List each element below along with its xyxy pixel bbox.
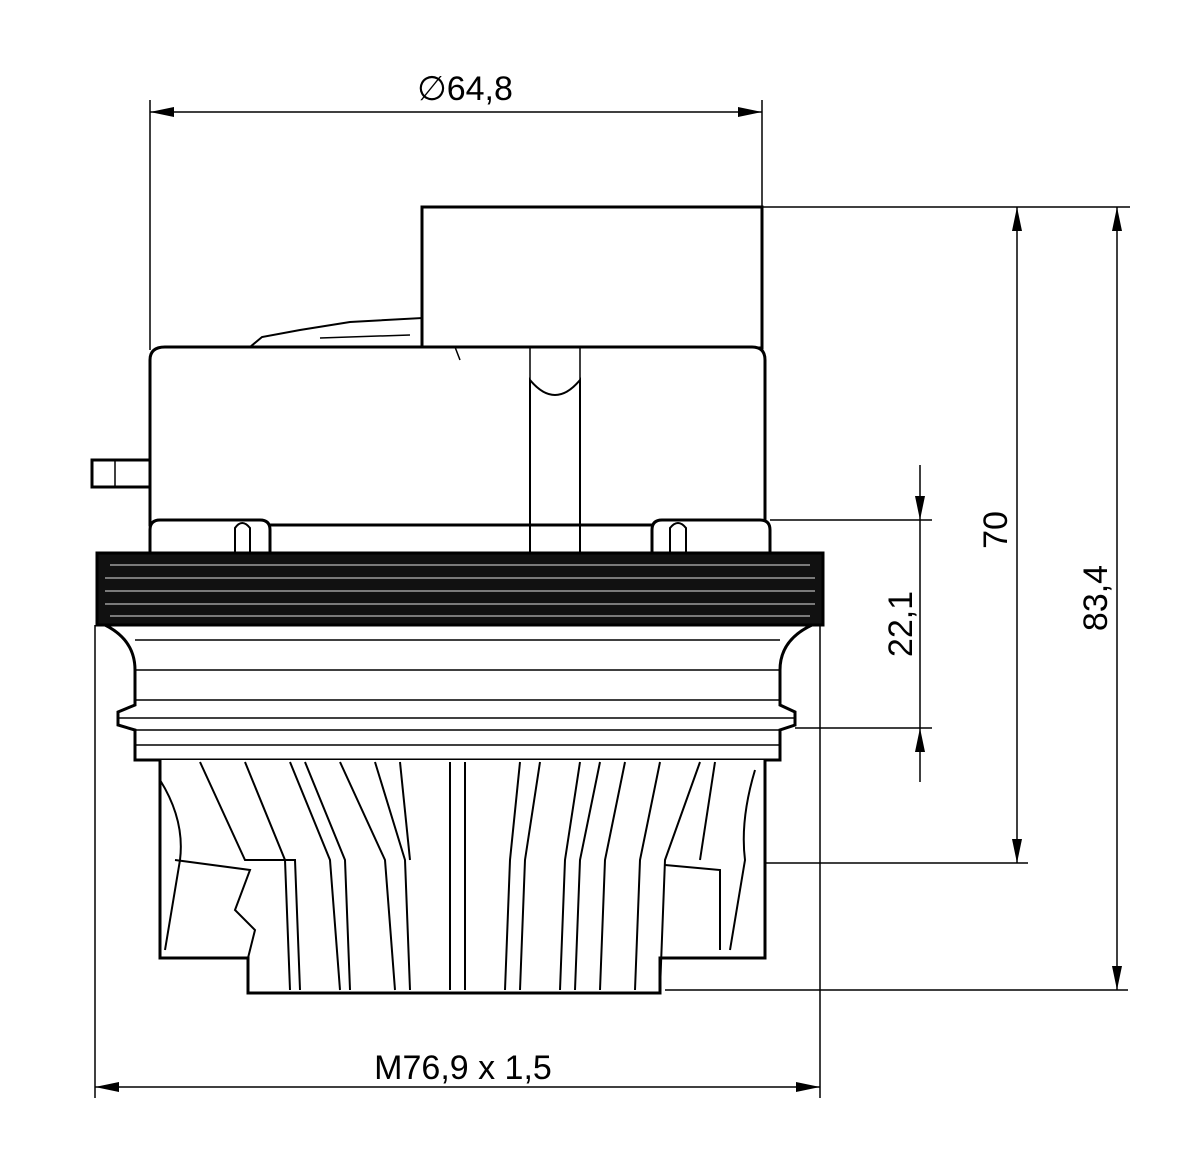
dimension-thread-spec: M76,9 x 1,5 [94,625,821,1098]
dimension-label-thread-height: 22,1 [882,591,920,657]
dimension-top-diameter: ∅64,8 [149,70,763,350]
dimension-label-body-height: 70 [977,511,1015,549]
part-outline [90,205,825,995]
dimension-label-thread-spec: M76,9 x 1,5 [374,1049,552,1087]
dimension-thread-height: 22,1 [770,465,932,782]
dimension-total-height: 83,4 [665,207,1128,991]
dimension-label-total-height: 83,4 [1077,565,1115,631]
dimension-body-height: 70 [762,206,1130,864]
dimension-label-diameter: ∅64,8 [417,70,513,108]
